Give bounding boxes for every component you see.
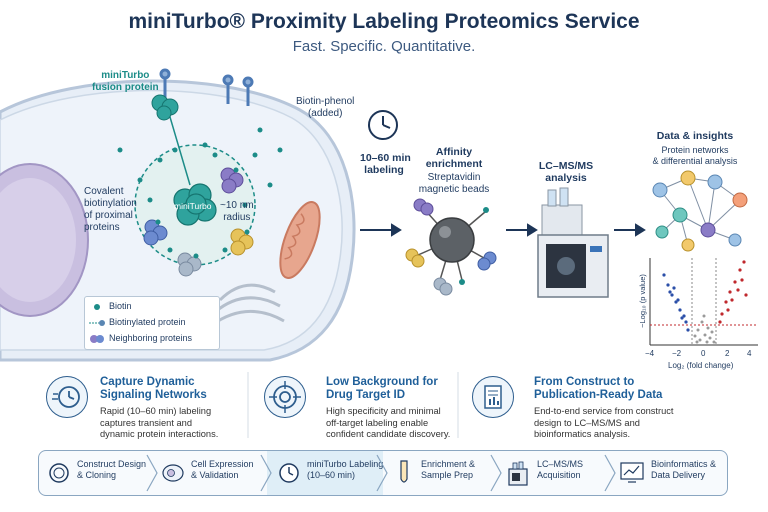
pipeline-step-acquisition: LC–MS/MS Acquisition xyxy=(497,451,611,495)
page-title: miniTurbo® Proximity Labeling Proteomics… xyxy=(128,10,640,33)
protein-network xyxy=(652,170,748,252)
data-insights-subtitle: Protein networks & differential analysis xyxy=(652,145,738,166)
feature-target-icon xyxy=(264,376,306,418)
feature-clock-icon xyxy=(46,376,88,418)
tube-icon xyxy=(400,460,408,483)
cell-illustration xyxy=(0,68,356,362)
fusion-protein-anchor xyxy=(151,94,179,121)
legend-item-biotin: Biotin xyxy=(109,301,132,311)
volcano-xtick: 4 xyxy=(747,349,752,358)
volcano-points-up xyxy=(718,260,748,324)
pipeline-step-enrichment: Enrichment & Sample Prep xyxy=(383,451,497,495)
affinity-enrichment-subtitle: Streptavidin magnetic beads xyxy=(418,172,490,195)
volcano-xtick: −4 xyxy=(645,349,655,358)
miniturbo-enzyme-label: miniTurbo xyxy=(174,201,212,211)
legend-swatches xyxy=(89,304,105,343)
volcano-xtick: 2 xyxy=(725,349,730,358)
pipeline-step-label: Bioinformatics & Data Delivery xyxy=(651,459,717,480)
neighboring-proteins xyxy=(143,167,254,277)
volcano-points-ns xyxy=(693,314,716,344)
pipeline-step-label: LC–MS/MS Acquisition xyxy=(537,459,584,480)
service-pipeline: Construct Design & Cloning Cell Expressi… xyxy=(38,450,728,496)
affinity-enrichment-title: Affinity enrichment xyxy=(425,146,483,170)
pipeline-step-label: Cell Expression & Validation xyxy=(191,459,254,480)
pipeline-step-construct: Construct Design & Cloning xyxy=(39,451,153,495)
feature-text-background: High specificity and minimal off-target … xyxy=(326,406,451,439)
clock-icon xyxy=(279,463,299,483)
volcano-xtick: −2 xyxy=(672,349,682,358)
cell-icon xyxy=(162,464,184,482)
miniturbo-enzyme xyxy=(173,183,217,226)
volcano-xtick: 0 xyxy=(701,349,706,358)
plasmid-icon xyxy=(49,463,69,483)
feature-document-icon xyxy=(472,376,514,418)
chart-icon xyxy=(620,462,644,483)
feature-title-construct: From Construct to Publication-Ready Data xyxy=(534,376,663,401)
lcms-label: LC–MS/MS analysis xyxy=(538,160,594,184)
feature-title-background: Low Background for Drug Target ID xyxy=(326,376,438,401)
legend: Biotin Biotinylated protein Neighboring … xyxy=(84,296,220,350)
biotin-phenol-label: Biotin-phenol (added) xyxy=(296,96,355,119)
pipeline-step-label: Enrichment & Sample Prep xyxy=(421,459,476,480)
radius-label: ~10 nm radius xyxy=(220,200,254,223)
data-insights-title: Data & insights xyxy=(656,130,734,142)
pipeline-step-labeling: miniTurbo Labeling (10–60 min) xyxy=(267,451,383,495)
feature-text-construct: End-to-end service from construct design… xyxy=(534,406,674,439)
lcms-instrument xyxy=(537,187,609,298)
mitochondrion xyxy=(279,201,321,279)
legend-item-neighboring: Neighboring proteins xyxy=(109,333,193,343)
covalent-biotinylation-label: Covalent biotinylation of proximal prote… xyxy=(84,186,137,233)
legend-item-biotinylated: Biotinylated protein xyxy=(109,317,186,327)
streptavidin-bead xyxy=(405,198,497,296)
page-subtitle: Fast. Specific. Quantitative. xyxy=(292,38,476,55)
instrument-icon xyxy=(508,461,528,486)
pipeline-step-expression: Cell Expression & Validation xyxy=(153,451,267,495)
feature-title-dynamic: Capture Dynamic Signaling Networks xyxy=(100,376,207,401)
pipeline-step-bioinformatics: Bioinformatics & Data Delivery xyxy=(611,451,727,495)
volcano-xlabel: Log₂ (fold change) xyxy=(668,361,734,370)
feature-text-dynamic: Rapid (10–60 min) labeling captures tran… xyxy=(100,406,219,439)
workflow-arrows xyxy=(360,223,646,237)
pipeline-step-label: Construct Design & Cloning xyxy=(77,459,147,480)
pipeline-chevrons xyxy=(146,454,616,492)
clock-icon xyxy=(368,110,398,140)
pipeline-step-label: miniTurbo Labeling (10–60 min) xyxy=(307,459,384,480)
labeling-time-label: 10–60 min labeling xyxy=(360,152,411,176)
volcano-points-down xyxy=(662,273,690,332)
volcano-ylabel: −Log₁₀ (p value) xyxy=(638,274,647,328)
fusion-protein-label: miniTurbo fusion protein xyxy=(92,70,159,93)
volcano-plot xyxy=(649,258,758,346)
